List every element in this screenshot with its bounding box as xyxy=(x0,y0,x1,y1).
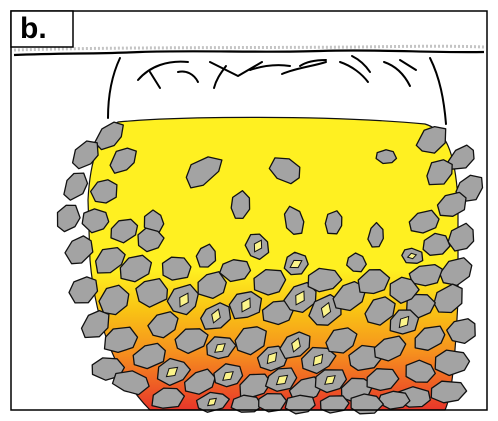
clast xyxy=(325,211,342,234)
clast xyxy=(376,150,396,164)
panel-label: b. xyxy=(20,12,47,45)
clast xyxy=(163,257,191,280)
